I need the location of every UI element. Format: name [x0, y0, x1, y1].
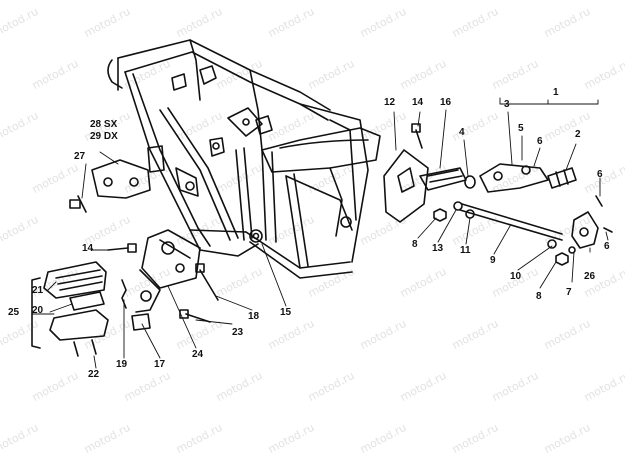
left-footrest-assembly: [31, 159, 219, 357]
callout-27: 27: [74, 151, 86, 162]
callout-22: 22: [88, 369, 100, 380]
callout-1: 1: [553, 87, 559, 98]
callout-20: 20: [32, 305, 44, 316]
callout-15: 15: [280, 307, 292, 318]
callout-28-sx: 28 SX: [90, 119, 118, 130]
callout-7: 7: [566, 287, 572, 298]
callout-24: 24: [192, 349, 204, 360]
callout-26: 26: [584, 271, 596, 282]
callout-12: 12: [384, 97, 396, 108]
leader-lines: [31, 97, 609, 369]
callout-29-dx: 29 DX: [90, 131, 118, 142]
callout-8-left: 8: [412, 239, 418, 250]
callout-6-upper: 6: [597, 169, 603, 180]
callout-8-right: 8: [536, 291, 542, 302]
callout-14-right: 14: [412, 97, 424, 108]
callout-2: 2: [575, 129, 581, 140]
callout-13: 13: [432, 243, 444, 254]
callout-18: 18: [248, 311, 260, 322]
callout-3: 3: [504, 99, 510, 110]
callout-10: 10: [510, 271, 522, 282]
callout-19: 19: [116, 359, 128, 370]
callout-11: 11: [460, 245, 471, 256]
callout-17: 17: [154, 359, 166, 370]
motorcycle-frame: [107, 39, 381, 279]
callout-16: 16: [440, 97, 452, 108]
callout-6-lower: 6: [604, 241, 610, 252]
right-footrest-assembly: [383, 123, 613, 266]
callout-9: 9: [490, 255, 496, 266]
callout-6-lever: 6: [537, 136, 543, 147]
callout-5: 5: [518, 123, 524, 134]
callout-4: 4: [459, 127, 465, 138]
callout-25: 25: [8, 307, 20, 318]
callout-21: 21: [32, 285, 44, 296]
callout-14-left: 14: [82, 243, 94, 254]
callout-23: 23: [232, 327, 244, 338]
